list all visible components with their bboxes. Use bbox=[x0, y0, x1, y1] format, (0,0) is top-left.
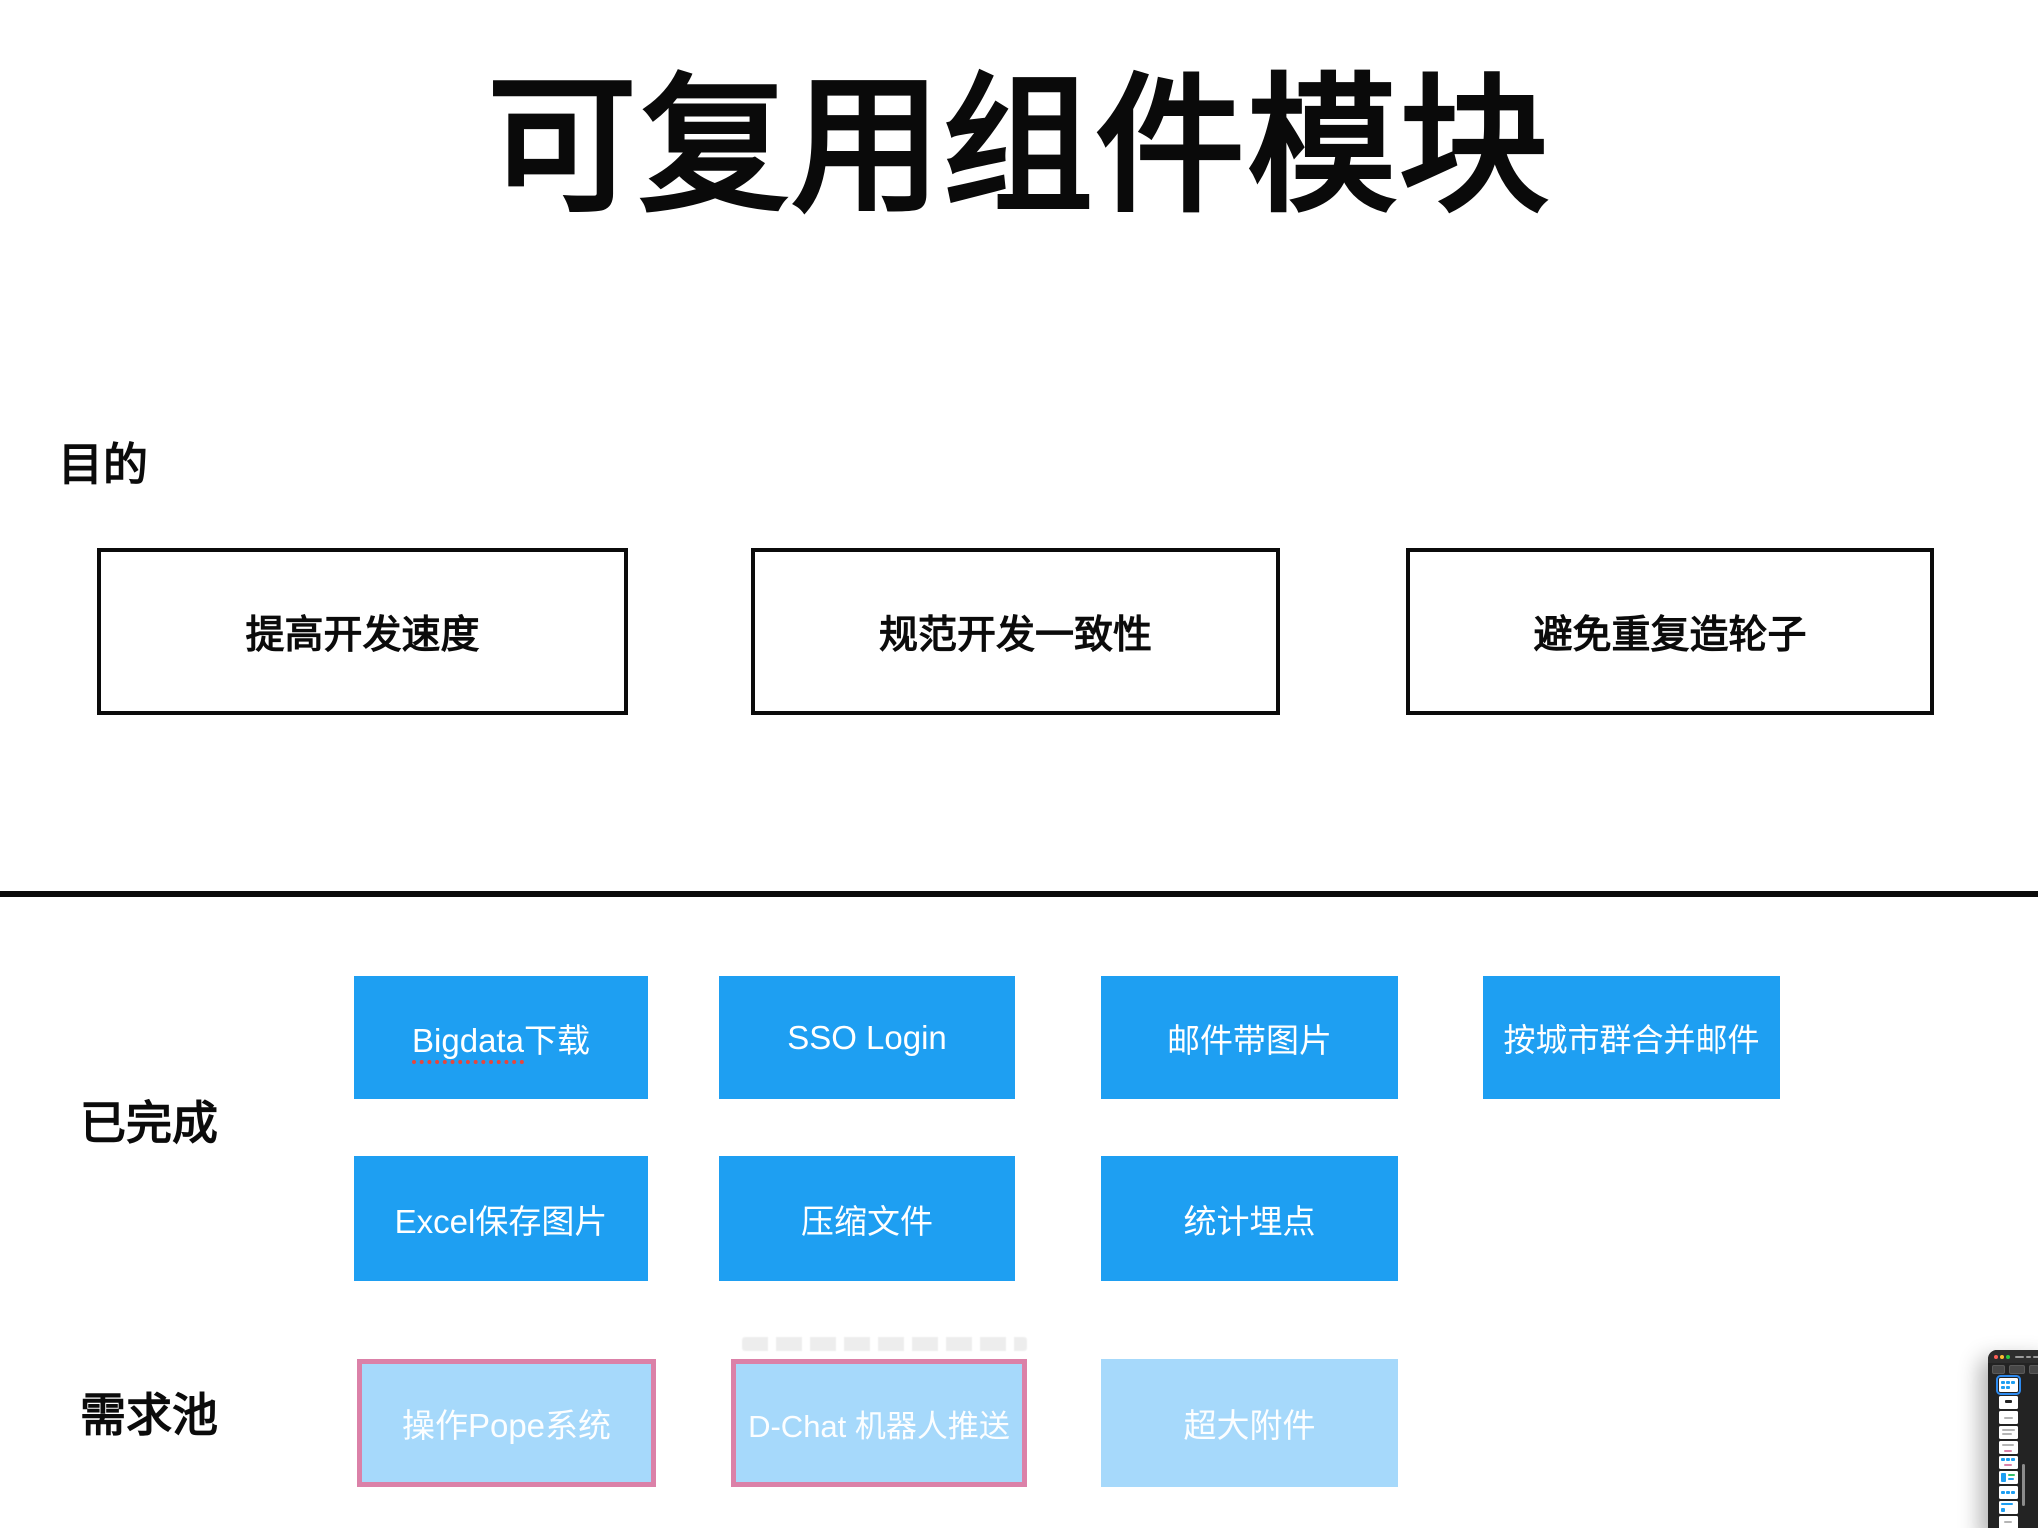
mini-window-toolbar bbox=[1992, 1365, 2038, 1374]
slide-thumbnail[interactable] bbox=[1999, 1515, 2018, 1528]
chip-compress-file[interactable]: 压缩文件 bbox=[719, 1156, 1015, 1281]
close-window-icon[interactable] bbox=[1994, 1354, 1998, 1359]
completed-heading: 已完成 bbox=[80, 1097, 218, 1149]
section-divider bbox=[0, 891, 2038, 897]
pool-heading: 需求池 bbox=[80, 1389, 218, 1441]
purpose-box-speed-label: 提高开发速度 bbox=[245, 613, 480, 657]
slide-thumbnail[interactable] bbox=[1999, 1395, 2018, 1409]
slide-thumbnail-list bbox=[1996, 1375, 2022, 1528]
toolbar-button-icon[interactable] bbox=[2029, 1365, 2038, 1374]
page-title: 可复用组件模块 bbox=[486, 62, 1551, 230]
thumbnail-scrollbar[interactable] bbox=[2022, 1464, 2025, 1506]
purpose-box-no-reinvent-label: 避免重复造轮子 bbox=[1533, 613, 1807, 657]
chip-bigdata-download-label: Bigdata下载 bbox=[412, 1014, 590, 1064]
chip-bigdata-download[interactable]: Bigdata下载 bbox=[354, 976, 648, 1099]
mini-window-titlebar[interactable] bbox=[1988, 1350, 2038, 1363]
slide-thumbnail[interactable] bbox=[1999, 1485, 2018, 1499]
chip-mail-with-image-label: 邮件带图片 bbox=[1167, 1021, 1332, 1059]
pool-chip-dchat-bot-push[interactable]: D-Chat 机器人推送 bbox=[731, 1359, 1027, 1487]
slide-thumbnail-selected[interactable] bbox=[1996, 1375, 2021, 1395]
pool-chip-pope-system-label: 操作Pope系统 bbox=[401, 1407, 612, 1444]
pool-chip-pope-system[interactable]: 操作Pope系统 bbox=[357, 1359, 656, 1487]
minimize-window-icon[interactable] bbox=[2000, 1354, 2004, 1359]
chip-compress-file-label: 压缩文件 bbox=[801, 1202, 933, 1240]
chip-excel-save-image-label: Excel保存图片 bbox=[394, 1202, 608, 1240]
pool-chip-dchat-bot-push-label: D-Chat 机器人推送 bbox=[748, 1408, 1010, 1444]
slide-thumbnail[interactable] bbox=[1999, 1425, 2018, 1439]
chip-excel-save-image[interactable]: Excel保存图片 bbox=[354, 1156, 648, 1281]
purpose-box-no-reinvent[interactable]: 避免重复造轮子 bbox=[1406, 548, 1934, 715]
chip-analytics-tracking[interactable]: 统计埋点 bbox=[1101, 1156, 1398, 1281]
ghost-text-artifact bbox=[742, 1337, 1027, 1351]
zoom-window-icon[interactable] bbox=[2006, 1354, 2010, 1359]
slide-thumbnail[interactable] bbox=[1999, 1470, 2018, 1484]
titlebar-text-placeholder bbox=[2026, 1355, 2031, 1358]
toolbar-button-icon[interactable] bbox=[2009, 1365, 2025, 1374]
chip-merge-mail-by-city-label: 按城市群合并邮件 bbox=[1503, 1021, 1760, 1058]
toolbar-button-icon[interactable] bbox=[1992, 1365, 2005, 1374]
purpose-box-consistency[interactable]: 规范开发一致性 bbox=[751, 548, 1280, 715]
slide-thumbnail[interactable] bbox=[1999, 1410, 2018, 1424]
pool-chip-large-attachment-label: 超大附件 bbox=[1183, 1407, 1316, 1444]
slide-thumbnail[interactable] bbox=[1999, 1500, 2018, 1514]
slide-thumbnail[interactable] bbox=[1999, 1455, 2018, 1469]
purpose-box-speed[interactable]: 提高开发速度 bbox=[97, 548, 628, 715]
chip-bigdata-download-suffix: 下载 bbox=[523, 1021, 590, 1059]
chip-analytics-tracking-label: 统计埋点 bbox=[1183, 1202, 1316, 1240]
slide-thumbnail[interactable] bbox=[1999, 1440, 2018, 1454]
titlebar-text-placeholder bbox=[2033, 1355, 2038, 1358]
titlebar-text-placeholder bbox=[2015, 1355, 2024, 1358]
spellcheck-underlined-text: Bigdata bbox=[412, 1021, 524, 1064]
chip-sso-login-label: SSO Login bbox=[787, 1018, 947, 1056]
chip-sso-login[interactable]: SSO Login bbox=[719, 976, 1015, 1099]
mini-editor-window bbox=[1988, 1350, 2038, 1528]
pool-chip-large-attachment[interactable]: 超大附件 bbox=[1101, 1359, 1398, 1487]
chip-mail-with-image[interactable]: 邮件带图片 bbox=[1101, 976, 1398, 1099]
purpose-heading: 目的 bbox=[58, 439, 149, 490]
purpose-box-consistency-label: 规范开发一致性 bbox=[878, 613, 1152, 657]
chip-merge-mail-by-city[interactable]: 按城市群合并邮件 bbox=[1483, 976, 1780, 1099]
